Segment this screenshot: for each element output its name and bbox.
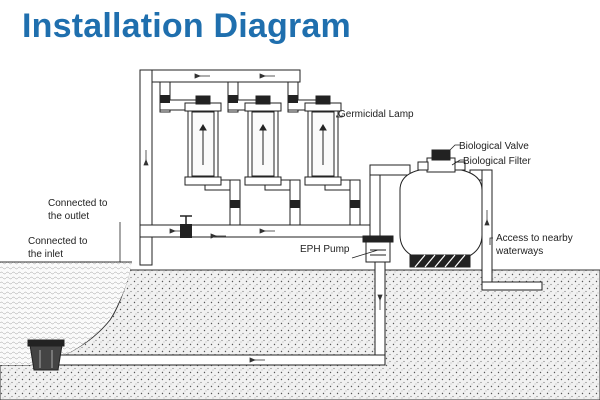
inlet-label-line1: Connected to — [28, 236, 88, 247]
eph-pump-label: EPH Pump — [300, 244, 350, 255]
outlet-label-line2: the outlet — [48, 211, 89, 222]
outlet-label-line1: Connected to — [48, 198, 108, 209]
biological-filter-label: Biological Filter — [463, 156, 531, 167]
access-waterways-line1: Access to nearby — [496, 233, 573, 244]
uv-lamp-1 — [184, 95, 222, 186]
pond-water — [0, 262, 132, 365]
uv-lamp-2 — [244, 95, 282, 186]
biological-filter-tank — [399, 149, 483, 268]
pipe-valves — [160, 95, 360, 238]
biological-valve-label: Biological Valve — [459, 141, 529, 152]
flow-arrows — [143, 73, 490, 363]
pond-inlet — [27, 339, 65, 371]
leader-lines — [80, 115, 493, 263]
uv-lamp-3 — [304, 95, 342, 186]
inlet-label-line2: the inlet — [28, 249, 63, 260]
page-title: Installation Diagram — [22, 7, 351, 45]
access-waterways-line2: waterways — [495, 246, 543, 257]
germicidal-lamp-label: Germicidal Lamp — [338, 109, 414, 120]
eph-pump — [362, 235, 394, 263]
